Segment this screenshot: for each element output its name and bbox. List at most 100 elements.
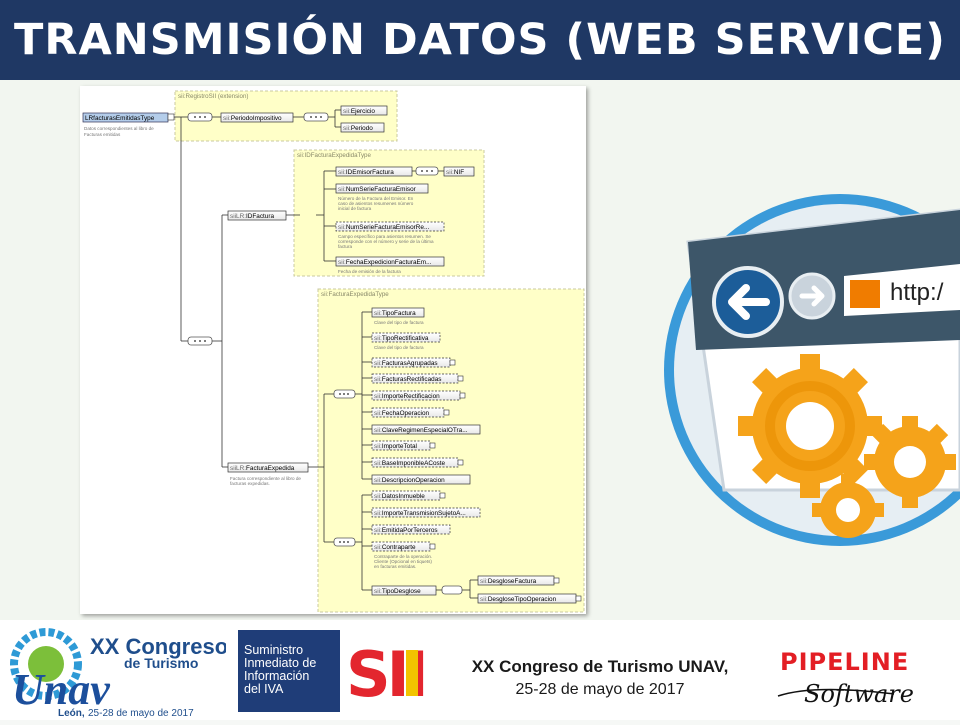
node-prefix: sii: [223,115,231,122]
svg-text:sii:Contraparte: sii:Contraparte [374,544,416,551]
node-facturas-rectificadas: sii:FacturasRectificadas [371,373,459,384]
node-desglose-tipo-operacion-label: DesgloseTipoOperacion [488,596,557,603]
node-prefix: sii: [374,477,382,484]
node-tipo-rectificativa-label: TipoRectificativa [382,335,429,342]
node-clave-regimen: sii:ClaveRegimenEspecialOTra... [371,424,481,435]
back-arrow-icon [728,284,770,320]
node-descripcion: sii:DescripcionOperacion [371,474,471,485]
svg-text:sii:Ejercicio: sii:Ejercicio [343,108,375,115]
address-url-text: http:/ [890,279,944,306]
footer: XX Congreso de Turismo Unav León, 25-28 … [0,620,960,720]
connector-lines [168,109,478,599]
ann-tipo-factura: Clave del tipo de factura [374,320,424,325]
svg-text:sii:DesgloseFactura: sii:DesgloseFactura [480,578,537,585]
node-factura-expedida-label: FacturaExpedida [246,465,295,472]
node-prefix: sii: [374,410,382,417]
node-tipo-factura: sii:TipoFactura Clave del tipo de factur… [371,307,425,325]
node-periodo-label: Periodo [351,125,373,132]
sii-text-box: Suministro Inmediato de Información del … [238,630,340,712]
root-note-line-2: Facturas emitidas [84,132,121,137]
node-tipo-factura-label: TipoFactura [382,310,416,317]
node-nif-label: NIF [454,169,464,176]
node-prefix: sii: [374,360,382,367]
node-importe-transmision-label: ImporteTransmisionSujetoA... [382,510,466,517]
svg-text:sii:NumSerieFacturaEmisorRe...: sii:NumSerieFacturaEmisorRe... [338,224,429,231]
pipeline-swoosh-icon [777,688,895,697]
node-id-factura-label: IDFactura [246,213,275,220]
pipeline-brand-text: PIPELINE [780,648,909,676]
xsd-diagram: sii:RegistroSII (extension) sii:IDFactur… [80,86,586,614]
node-prefix: sii: [374,335,382,342]
svg-text:sii:BaseImponibleACoste: sii:BaseImponibleACoste [374,460,445,467]
svg-text:sii:EmitidaPorTerceros: sii:EmitidaPorTerceros [374,527,438,534]
svg-text:sii:TipoRectificativa: sii:TipoRectificativa [374,335,429,342]
node-prefix: sii: [480,596,488,603]
node-importe-total-label: ImporteTotal [382,443,417,450]
ann-contraparte-2: Cliente (Opcional en tiquets) [374,559,432,564]
node-num-serie: sii:NumSerieFacturaEmisor Número de la F… [335,183,429,211]
node-importe-rectificacion-label: ImporteRectificacion [382,393,440,400]
svg-text:sii:DatosInmueble: sii:DatosInmueble [374,493,425,500]
ann-num-serie-resumen-3: factura [338,244,352,249]
node-desglose-factura-label: DesgloseFactura [488,578,537,585]
node-prefix: sii: [374,544,382,551]
node-periodo-impositivo: sii:PeriodoImpositivo [220,112,294,123]
sii-line-3: Información [244,669,310,683]
pipeline-logo-svg: PIPELINE Software [777,648,914,708]
node-prefix: sii: [374,427,382,434]
node-prefix: sii: [374,493,382,500]
sii-line-2: Inmediato de [244,656,317,670]
illustration-svg: http:/ [664,194,960,546]
svg-text:sii:ImporteRectificacion: sii:ImporteRectificacion [374,393,440,400]
svg-text:sii:ImporteTotal: sii:ImporteTotal [374,443,417,450]
ann-num-serie-resumen-1: Campo específico para asientos resumen. … [338,234,431,239]
node-prefix: sii: [338,186,346,193]
unav-logo-svg: XX Congreso de Turismo Unav León, 25-28 … [10,628,228,719]
root-note-line-1: Datos correspondientes al libro de [84,126,154,131]
node-prefix: sii: [374,510,382,517]
node-desglose-factura: sii:DesgloseFactura [477,575,555,586]
node-importe-total: sii:ImporteTotal [371,440,431,451]
svg-text:sii:DescripcionOperacion: sii:DescripcionOperacion [374,477,445,484]
sii-line-1: Suministro [244,643,304,657]
node-root-label: LRfacturasEmitidasType [85,115,155,122]
unav-turismo-text: de Turismo [124,655,198,671]
node-importe-rectificacion: sii:ImporteRectificacion [371,390,461,401]
svg-text:sii:Periodo: sii:Periodo [343,125,373,132]
node-factura-expedida: siiLR:FacturaExpedida Factura correspond… [227,462,309,486]
node-facturas-agrupadas-label: FacturasAgrupadas [382,360,438,367]
ann-factura-expedida-1: Factura correspondiente al libro de [230,476,301,481]
node-datos-inmueble-label: DatosInmueble [382,493,425,500]
node-prefix: sii: [338,169,346,176]
unav-place-text: León, [58,708,85,719]
congreso-line-1: XX Congreso de Turismo UNAV, [471,657,729,676]
forward-arrow-icon [799,285,825,307]
node-datos-inmueble: sii:DatosInmueble [371,490,441,501]
node-num-serie-resumen: sii:NumSerieFacturaEmisorRe... Campo esp… [335,221,445,249]
node-fecha-operacion: sii:FechaOperacion [371,407,445,418]
node-prefix: sii: [374,527,382,534]
node-clave-regimen-label: ClaveRegimenEspecialOTra... [382,427,468,434]
node-prefix: sii: [374,393,382,400]
ann-contraparte-1: Contraparte de la operación. [374,554,432,559]
node-fecha-expedicion: sii:FechaExpedicionFacturaEm... Fecha de… [335,256,445,274]
node-prefix: sii: [480,578,488,585]
node-tipo-rectificativa: sii:TipoRectificativa Clave del tipo de … [371,332,441,350]
address-favicon-icon [850,280,880,308]
node-emitida-terceros-label: EmitidaPorTerceros [382,527,438,534]
ann-tipo-rectificativa: Clave del tipo de factura [374,345,424,350]
title-bar: TRANSMISIÓN DATOS (WEB SERVICE) [0,0,960,80]
node-id-factura: siiLR:IDFactura [227,210,287,221]
node-prefix: sii: [343,108,351,115]
congreso-caption: XX Congreso de Turismo UNAV, 25-28 de ma… [440,656,760,702]
svg-text:sii:FacturasRectificadas: sii:FacturasRectificadas [374,376,441,383]
node-facturas-agrupadas: sii:FacturasAgrupadas [371,357,451,368]
gears-icon [738,354,956,538]
sii-line-4: del IVA [244,682,284,696]
node-contraparte: sii:Contraparte Contraparte de la operac… [371,541,432,569]
node-num-serie-label: NumSerieFacturaEmisor [346,186,417,193]
sii-mark-svg: SII [346,642,428,702]
svg-text:sii:IDEmisorFactura: sii:IDEmisorFactura [338,169,394,176]
web-service-illustration: http:/ [664,190,960,570]
sii-logo: Suministro Inmediato de Información del … [238,630,430,712]
